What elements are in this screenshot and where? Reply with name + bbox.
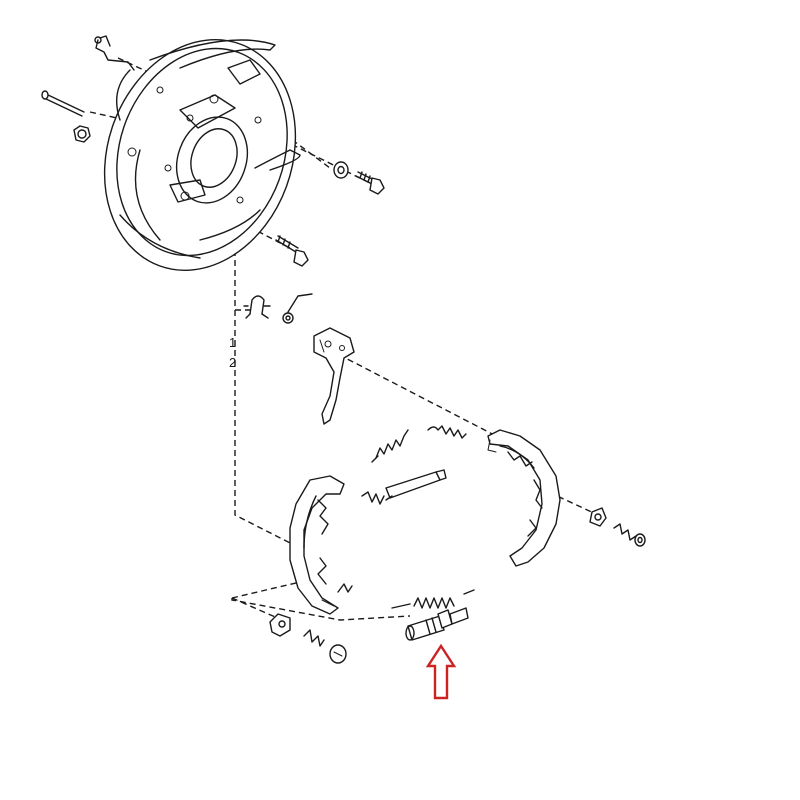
hold-down-spring-right (613, 523, 646, 547)
adjuster-strut (361, 469, 447, 505)
u-clip (243, 295, 271, 319)
bolt-right (355, 171, 385, 195)
spring-left-shoe (337, 583, 353, 593)
brake-cable (94, 35, 135, 71)
callout-1: 1 (229, 335, 236, 350)
pin-clip-left (269, 613, 291, 637)
mounting-bolt (275, 235, 309, 267)
backing-plate (103, 39, 301, 271)
spring-small (371, 429, 409, 463)
retainer-cup-left (329, 644, 347, 664)
brake-shoe-right (487, 429, 561, 567)
washer-right (333, 161, 349, 179)
long-bolt (41, 90, 85, 117)
parking-brake-lever (313, 327, 355, 425)
up-arrow-icon (425, 643, 457, 700)
spring-return (427, 425, 467, 439)
pin-clip-right (589, 507, 607, 527)
callout-labels: 1 2 (229, 335, 236, 370)
clip-washer (282, 293, 313, 324)
nut-left (73, 125, 91, 143)
brake-shoe-left (289, 475, 345, 615)
hold-down-spring-left (303, 629, 325, 647)
adjuster-assembly (391, 589, 475, 641)
callout-2: 2 (229, 355, 236, 370)
